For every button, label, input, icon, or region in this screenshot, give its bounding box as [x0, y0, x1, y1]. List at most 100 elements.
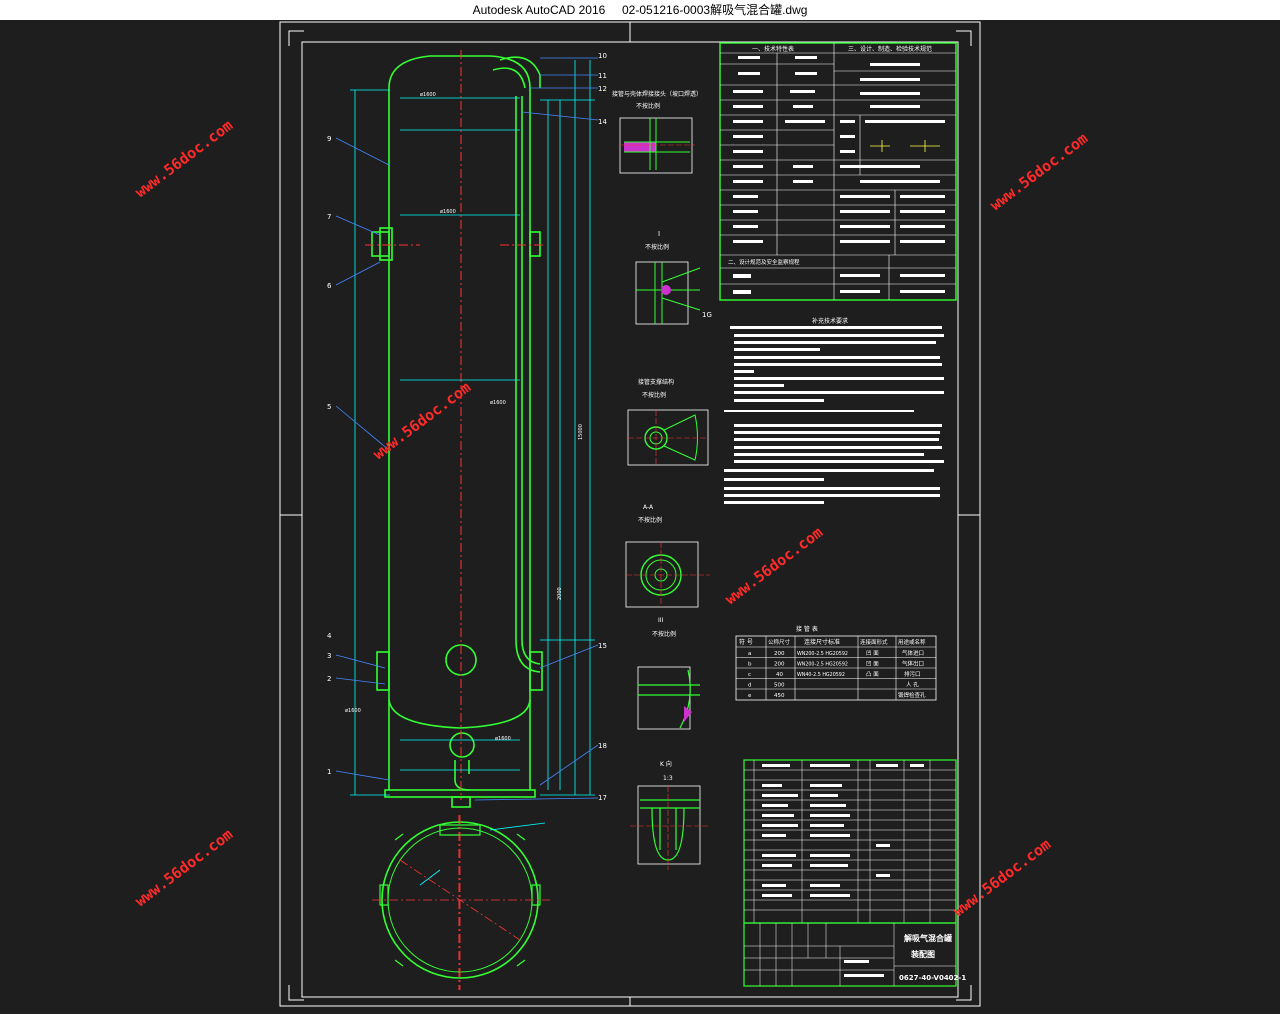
nozzle-table: 接 管 表 符 号 公称尺寸 连接尺寸标准 连接面形式 用途或名称 a 200 …	[735, 625, 937, 701]
nozzle-header: 连接尺寸标准	[804, 638, 840, 646]
watermark: www.56doc.com	[950, 835, 1055, 920]
svg-text:ø1600: ø1600	[345, 708, 361, 714]
part-number: 18	[598, 742, 607, 750]
svg-text:ø1600: ø1600	[490, 400, 506, 406]
nozzle-cell: 气体出口	[902, 660, 924, 668]
leader-lines	[335, 57, 599, 801]
nozzle-cell: 锻焊检查孔	[898, 691, 926, 699]
nozzle-cell: 40	[776, 672, 783, 678]
svg-text:15000: 15000	[578, 424, 584, 440]
nozzle-cell: 450	[774, 693, 785, 699]
part-number: 4	[327, 632, 332, 640]
detail-scale: 1:3	[663, 775, 673, 782]
detail-I: I 不按比例 1G	[635, 230, 712, 325]
table-heading: 三、设计、制造、检验技术规范	[848, 45, 932, 53]
table-heading: 二、设计规范及安全监察规程	[728, 258, 800, 266]
svg-text:ø1600: ø1600	[495, 736, 511, 742]
part-number: 9	[327, 135, 331, 143]
nozzle-cell: WN200-2.5 HG20592	[797, 651, 848, 657]
dimension-lines	[350, 60, 595, 796]
nozzle-cell: e	[748, 693, 752, 699]
part-number: 1	[327, 768, 331, 776]
part-number: 17	[598, 794, 607, 802]
nozzle-cell: WN40-2.5 HG20592	[797, 672, 845, 678]
app-name: Autodesk AutoCAD 2016	[472, 3, 606, 17]
vessel-elevation	[371, 55, 543, 808]
nozzle-cell: 200	[774, 651, 785, 657]
nozzle-cell: 气体进口	[902, 649, 924, 657]
watermark: www.56doc.com	[987, 129, 1092, 214]
part-number: 7	[327, 213, 331, 221]
watermark: www.56doc.com	[370, 378, 475, 463]
part-number: 10	[598, 52, 607, 60]
part-number: 3	[327, 652, 331, 660]
detail-title: 接管支撑结构	[638, 378, 674, 386]
nozzle-header: 公称尺寸	[768, 638, 791, 646]
parts-list	[743, 759, 957, 924]
detail-title: A-A	[643, 504, 654, 511]
watermark: www.56doc.com	[132, 825, 237, 910]
cad-drawing[interactable]: ø1600 ø1600 ø1600 ø1600 15000 2000 ø1600 9…	[0, 20, 1280, 1010]
view-K: K 向 1:3	[630, 760, 710, 870]
nozzle-header: 用途或名称	[898, 638, 926, 646]
detail-title: K 向	[660, 760, 672, 768]
detail-scale: 不按比例	[652, 630, 676, 638]
part-number: 6	[327, 282, 332, 290]
nozzle-header: 符 号	[739, 638, 753, 646]
nozzle-cell: 排污口	[904, 670, 921, 678]
title-block: 解吸气混合罐 装配图 0627-40-V0402-1	[743, 922, 966, 987]
weld-mark: 1G	[702, 311, 712, 319]
detail-III: III 不按比例	[637, 617, 700, 730]
table-heading: 一、技术特性表	[752, 45, 794, 53]
svg-text:ø1600: ø1600	[420, 92, 436, 98]
vessel-centerlines	[365, 50, 545, 990]
detail-title: III	[658, 617, 664, 624]
part-number: 5	[327, 403, 331, 411]
nozzle-cell: 凹 面	[866, 661, 879, 668]
svg-text:2000: 2000	[557, 587, 563, 600]
detail-title: 接管与壳体焊接接头（坡口焊透）	[612, 90, 702, 98]
detail-scale: 不按比例	[638, 516, 662, 524]
drawing-number: 0627-40-V0402-1	[899, 974, 966, 982]
part-numbers: 9 7 6 5 4 3 2 1 10 11 12 14 15 18 17	[327, 52, 607, 802]
vessel-plan-view	[372, 815, 550, 990]
detail-support: 接管支撑结构 不按比例	[627, 378, 709, 466]
drawing-type: 装配图	[910, 949, 935, 959]
part-number: 2	[327, 675, 331, 683]
nozzle-cell: b	[748, 662, 752, 668]
watermarks: www.56doc.com www.56doc.com www.56doc.co…	[132, 116, 1092, 920]
detail-weld-joint: 接管与壳体焊接接头（坡口焊透） 不按比例	[612, 90, 702, 174]
svg-text:ø1600: ø1600	[440, 209, 456, 215]
nozzle-cell: d	[748, 683, 752, 689]
dimension-text: ø1600 ø1600 ø1600 ø1600 15000 2000 ø1600	[345, 92, 584, 742]
part-number: 14	[598, 118, 607, 126]
requirements-title: 补充技术要求	[812, 317, 848, 325]
sheet-frame	[279, 21, 981, 1007]
nozzle-cell: 200	[774, 662, 785, 668]
drawing-name: 解吸气混合罐	[904, 933, 952, 943]
tech-spec-table: 一、技术特性表 三、设计、制造、检验技术规范 二、设计规范及安全监察规程	[719, 42, 957, 301]
section-AA: A-A 不按比例	[625, 504, 710, 608]
nozzle-cell: 凹 面	[866, 650, 879, 657]
detail-scale: 不按比例	[636, 102, 660, 110]
detail-scale: 不按比例	[645, 243, 669, 251]
detail-scale: 不按比例	[642, 391, 666, 399]
nozzle-cell: 凸 面	[866, 671, 879, 678]
window-title-bar: Autodesk AutoCAD 2016 02-051216-0003解吸气混…	[0, 0, 1280, 20]
nozzle-header: 连接面形式	[860, 638, 888, 646]
nozzle-cell: 人 孔	[906, 681, 919, 689]
nozzle-cell: WN200-2.5 HG20592	[797, 662, 848, 668]
nozzle-cell: 500	[774, 683, 785, 689]
file-name: 02-051216-0003解吸气混合罐.dwg	[622, 3, 808, 17]
part-number: 15	[598, 642, 607, 650]
watermark: www.56doc.com	[722, 523, 827, 608]
part-number: 12	[598, 85, 607, 93]
part-number: 11	[598, 72, 607, 80]
drawing-viewport[interactable]: ø1600 ø1600 ø1600 ø1600 15000 2000 ø1600 9…	[0, 20, 1280, 1010]
nozzle-cell: a	[748, 651, 751, 657]
nozzle-table-title: 接 管 表	[796, 625, 818, 633]
tech-requirements: 补充技术要求	[724, 317, 944, 504]
nozzle-cell: c	[748, 672, 751, 678]
watermark: www.56doc.com	[132, 116, 237, 201]
detail-title: I	[658, 230, 660, 238]
